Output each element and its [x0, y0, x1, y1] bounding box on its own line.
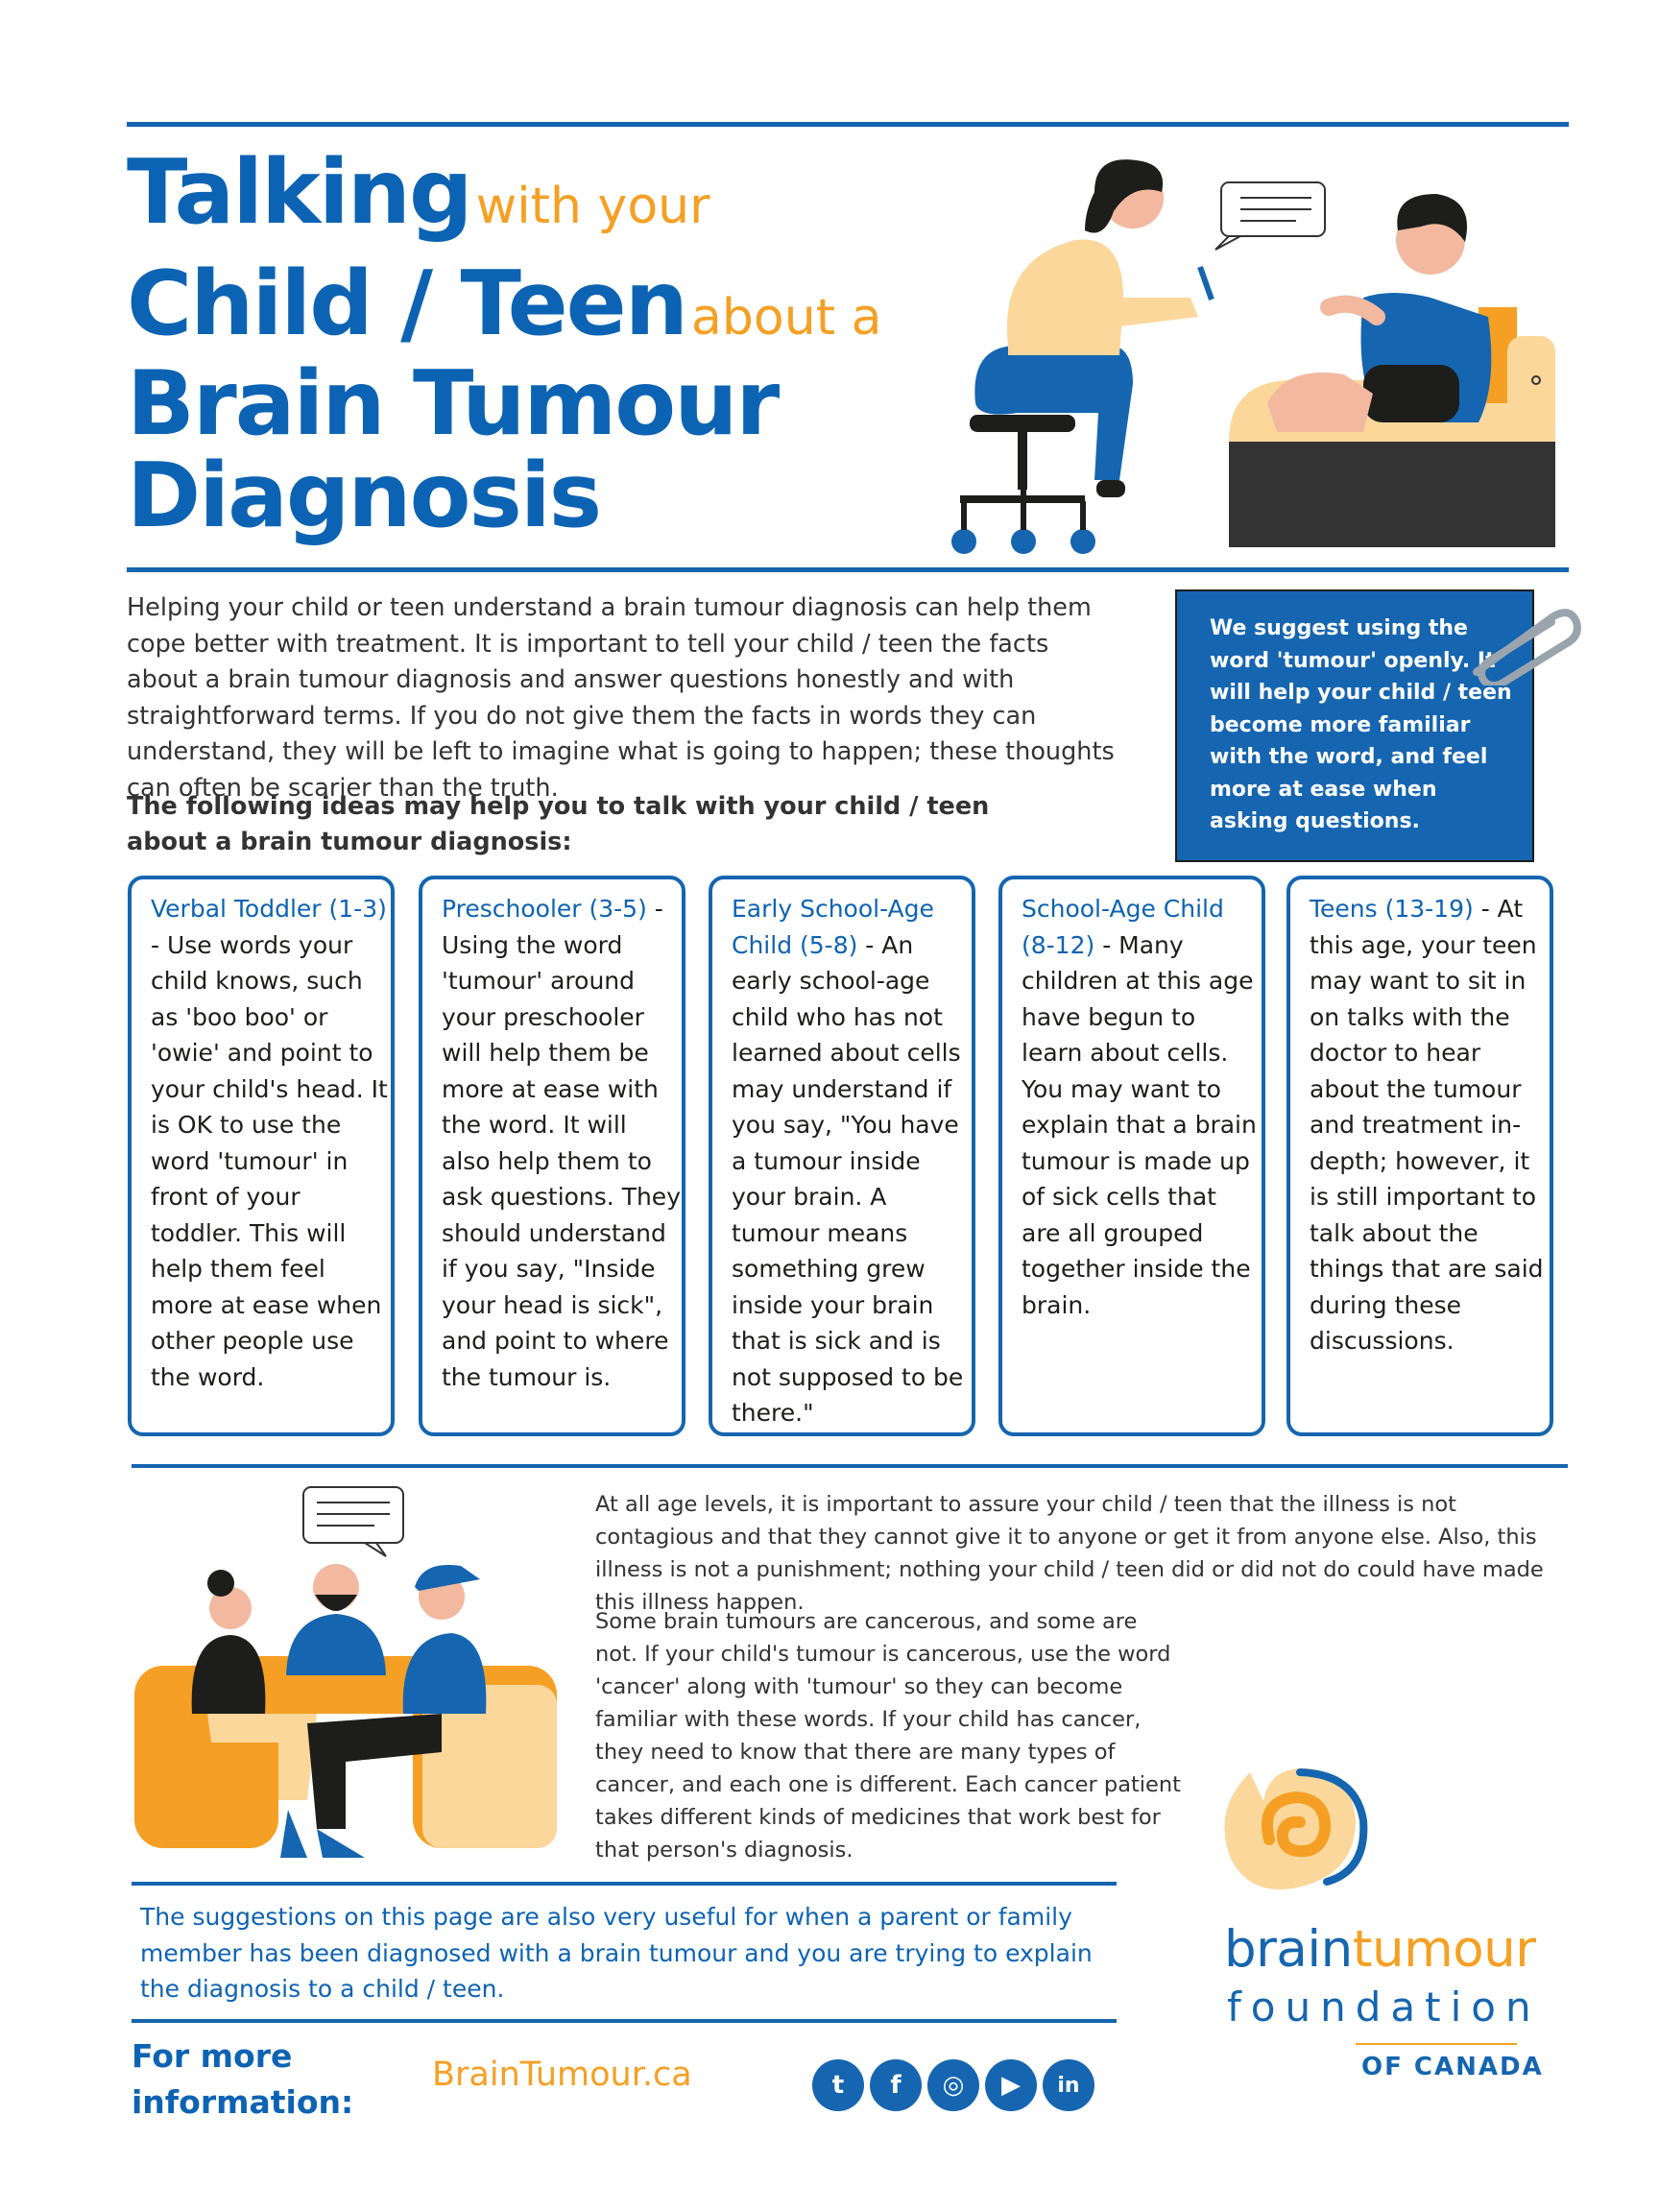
- suggestion-box: We suggest using the word 'tumour' openl…: [1175, 589, 1534, 862]
- card-heading: Verbal Toddler (1-3): [151, 895, 387, 923]
- more-info-label: For more information:: [132, 2033, 353, 2126]
- spiral-logo-icon: [1224, 1767, 1368, 1889]
- website-link[interactable]: BrainTumour.ca: [432, 2056, 692, 2094]
- family-illustration: [134, 1486, 557, 1858]
- card-body: - At this age, your teen may want to sit…: [1310, 895, 1544, 1355]
- twitter-icon[interactable]: t: [812, 2059, 864, 2111]
- instagram-icon[interactable]: ◎: [927, 2059, 979, 2111]
- title-diagnosis: Diagnosis: [127, 444, 602, 547]
- card-text: Teens (13-19) - At this age, your teen m…: [1310, 891, 1550, 1359]
- card-heading: Teens (13-19): [1310, 895, 1474, 923]
- speech-bubble-icon: [302, 1486, 404, 1557]
- title-about-a: about a: [691, 289, 882, 347]
- title-talking: Talking: [127, 140, 473, 244]
- card-heading: School-Age Child (8-12): [1022, 895, 1224, 959]
- title-with-your: with your: [475, 178, 710, 235]
- logo-brain-text: brain: [1224, 1920, 1353, 1979]
- card-heading: Early School-Age Child (5-8): [732, 895, 934, 959]
- card-body: - Use words your child knows, such as 'b…: [151, 930, 388, 1391]
- card-early-school-age: Early School-Age Child (5-8) - An early …: [709, 876, 975, 1436]
- youtube-icon[interactable]: ▶: [985, 2059, 1037, 2111]
- title-child-teen: Child / Teen: [127, 252, 688, 355]
- note-top-rule: [132, 1882, 1117, 1886]
- logo-wordmark: braintumour: [1224, 1920, 1536, 1979]
- card-text: Verbal Toddler (1-3) - Use words your ch…: [151, 891, 391, 1395]
- therapist-child-illustration: [951, 159, 1555, 554]
- linkedin-icon[interactable]: in: [1043, 2059, 1094, 2111]
- cards-bottom-rule: [132, 1464, 1568, 1468]
- card-school-age: School-Age Child (8-12) - Many children …: [998, 876, 1265, 1436]
- title-bottom-rule: [127, 567, 1569, 572]
- card-text: School-Age Child (8-12) - Many children …: [1022, 891, 1262, 1323]
- card-preschooler: Preschooler (3-5) - Using the word 'tumo…: [419, 876, 685, 1436]
- more-info-line1: For more: [132, 2037, 293, 2075]
- card-text: Preschooler (3-5) - Using the word 'tumo…: [442, 891, 682, 1395]
- facebook-icon[interactable]: f: [870, 2059, 922, 2111]
- paperclip-icon: [1473, 609, 1581, 685]
- top-rule: [127, 122, 1569, 127]
- intro-paragraph: Helping your child or teen understand a …: [127, 593, 1115, 803]
- card-heading: Preschooler (3-5): [442, 895, 647, 923]
- speech-bubble-icon: [1214, 181, 1326, 251]
- ideas-heading: The following ideas may help you to talk…: [127, 792, 990, 856]
- logo-of-canada-text: OF CANADA: [1361, 2053, 1544, 2081]
- family-member-note: The suggestions on this page are also ve…: [140, 1903, 1093, 2003]
- contagious-paragraph: At all age levels, it is important to as…: [595, 1492, 1544, 1615]
- card-teens: Teens (13-19) - At this age, your teen m…: [1286, 876, 1553, 1436]
- card-body: - Using the word 'tumour' around your pr…: [442, 895, 681, 1391]
- logo-foundation-text: foundation: [1227, 1984, 1541, 2031]
- suggestion-text: We suggest using the word 'tumour' openl…: [1210, 616, 1512, 833]
- note-bottom-rule: [132, 2019, 1117, 2023]
- more-info-line2: information:: [132, 2083, 354, 2121]
- logo-divider: [1356, 2043, 1517, 2045]
- card-body: - An early school-age child who has not …: [732, 930, 964, 1428]
- card-body: - Many children at this age have begun t…: [1022, 930, 1257, 1319]
- cancer-paragraph: Some brain tumours are cancerous, and so…: [595, 1609, 1181, 1863]
- card-verbal-toddler: Verbal Toddler (1-3) - Use words your ch…: [128, 876, 395, 1436]
- logo-tumour-text: tumour: [1352, 1920, 1536, 1979]
- title-brain-tumour: Brain Tumour: [127, 351, 780, 455]
- card-text: Early School-Age Child (5-8) - An early …: [732, 891, 972, 1431]
